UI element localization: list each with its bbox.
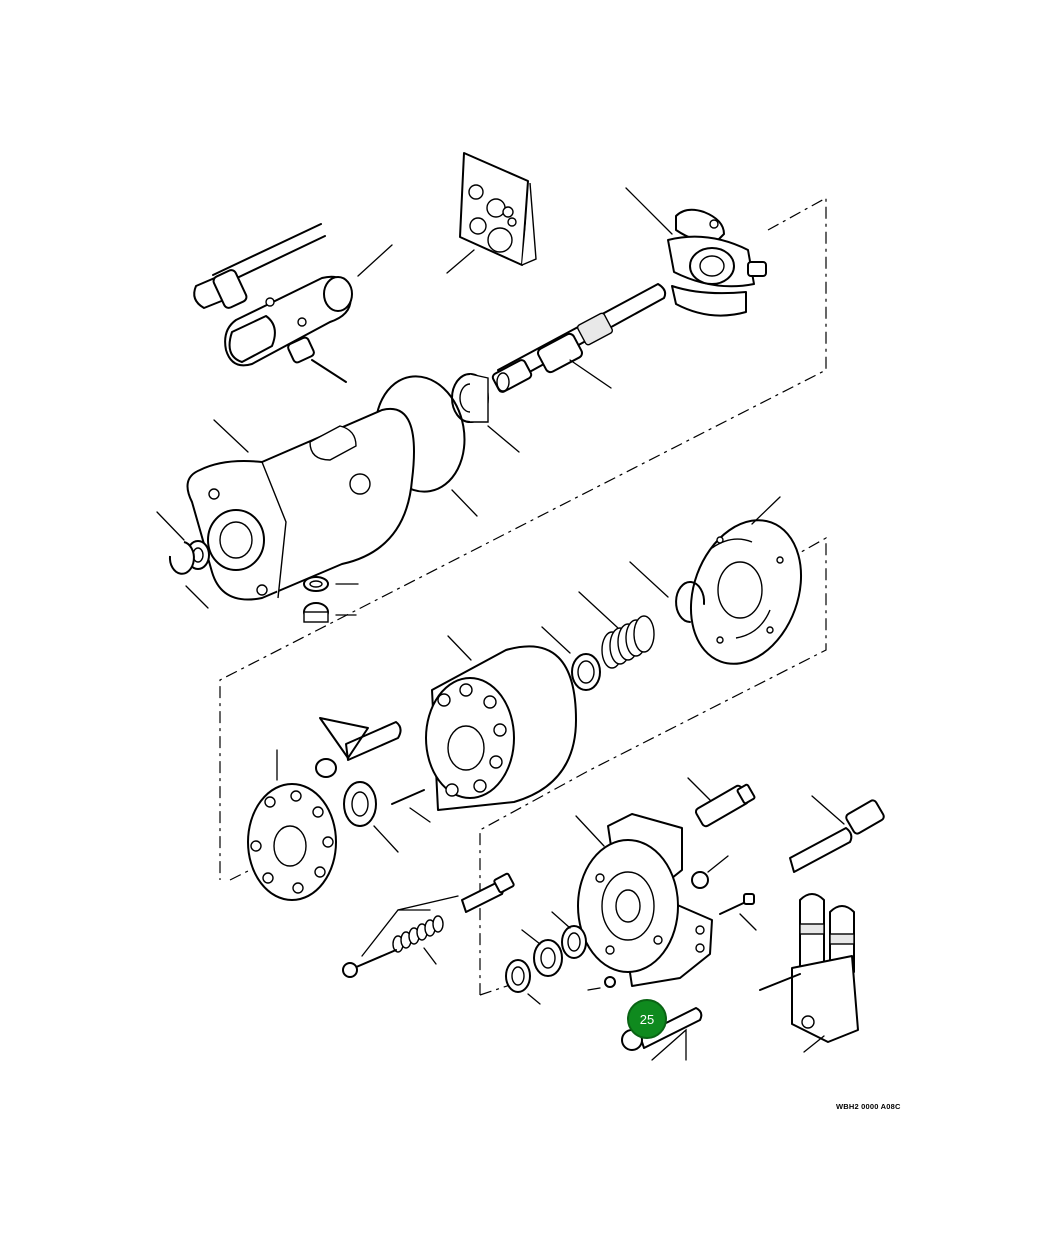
cylinder-block [425,645,577,811]
plug-seals [303,576,329,623]
leader-line [446,249,475,274]
leader-line [551,911,571,929]
leader-line [569,359,612,389]
relief-valve-spring [392,915,444,953]
leader-line [409,807,431,823]
leader-line [213,419,249,453]
leader-line [185,585,209,609]
ball-bearing-upper [451,373,489,423]
pressure-cutoff-valve [759,893,859,1043]
spring-washer [571,653,601,691]
leader-line [357,244,393,277]
leader-line [156,511,185,541]
small-plug [691,871,709,889]
leader-line [707,855,729,873]
valve-spool [621,1007,703,1051]
leader-line [373,825,399,853]
port-block [577,813,713,987]
leader-line [487,425,520,453]
relief-valve-pin [342,949,397,978]
leader-line [361,895,459,957]
drive-shaft [491,283,667,393]
valve-port-plate [689,519,803,665]
leader-line [527,993,541,1005]
leader-line [451,489,478,517]
callout-badge[interactable]: 25 [627,999,667,1039]
leader-line [751,496,781,525]
leader-line [803,1035,825,1053]
figure-code: WBH2 0000 A08C [836,1102,901,1111]
shaft-seal-and-snap-ring [168,540,210,575]
leader-line [811,795,845,825]
cylinder-spring [601,615,655,669]
leader-line [447,635,472,661]
leader-line [541,626,571,654]
relief-valve-poppet [461,872,515,913]
leader-line [739,913,757,931]
leader-line [521,929,541,945]
pistons [315,717,402,778]
leader-line [587,987,601,991]
leader-line [651,1028,687,1061]
lower-seal-rings [505,925,616,993]
retaining-ring [675,581,706,623]
leader-line [629,561,669,598]
control-valve-assembly [193,223,353,383]
cap-screw [719,893,755,915]
callout-number: 25 [639,1011,655,1027]
leader-line [687,777,711,801]
seal-kit-card [459,152,537,266]
swash-plate-bracket [667,208,767,317]
leader-line [625,187,673,235]
leader-line [578,591,619,629]
pump-housing [186,407,415,601]
leader-line [575,815,605,847]
check-valve [694,783,756,828]
retainer-plate [247,783,337,901]
pressure-sensor [789,799,885,873]
leader-line [423,947,437,965]
ball-guide [343,781,425,827]
